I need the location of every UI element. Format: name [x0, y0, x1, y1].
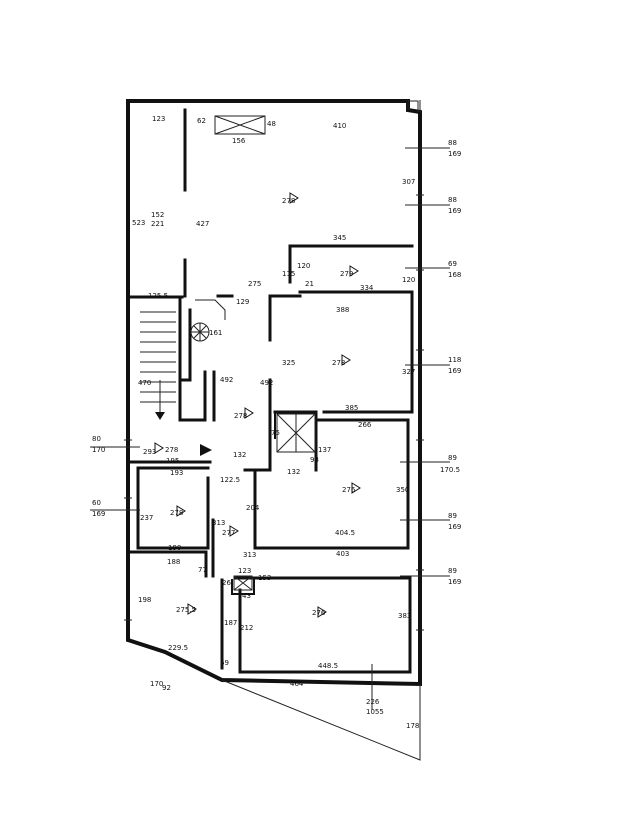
label-d169f: 169 — [448, 578, 461, 586]
label-d383: 383 — [398, 612, 411, 620]
label-room-bot: 276 — [312, 609, 326, 617]
label-hall: 278 — [234, 412, 247, 420]
label-d190: 190 — [168, 544, 181, 552]
label-d123: 123 — [152, 115, 165, 123]
label-d266: 266 — [358, 421, 372, 429]
label-d92: 92 — [162, 684, 171, 692]
label-d69: 69 — [448, 260, 457, 268]
label-d132b: 132 — [233, 451, 246, 459]
label-d221: 221 — [151, 220, 164, 228]
label-d120: 120 — [297, 262, 310, 270]
label-d48: 48 — [267, 120, 276, 128]
label-d334: 334 — [360, 284, 374, 292]
label-d327: 327 — [402, 368, 415, 376]
label-d89b: 89 — [448, 512, 457, 520]
label-room-mid2: 276 — [342, 486, 356, 494]
label-d388: 388 — [336, 306, 349, 314]
label-d26: 26 — [222, 579, 231, 587]
label-d123b: 123 — [238, 567, 251, 575]
label-d169d: 169 — [448, 523, 461, 531]
label-d43: 43 — [242, 592, 251, 600]
label-d350: 350 — [396, 486, 409, 494]
label-d156: 156 — [232, 137, 246, 145]
label-d89c: 89 — [448, 567, 457, 575]
label-d2295: 229.5 — [168, 644, 188, 652]
label-d4045: 404.5 — [335, 529, 355, 537]
label-d345: 345 — [333, 234, 346, 242]
label-d152: 152 — [151, 211, 164, 219]
label-d178: 178 — [406, 722, 419, 730]
label-d137: 137 — [318, 446, 331, 454]
label-d21: 21 — [305, 280, 314, 288]
label-d93: 93 — [310, 456, 319, 464]
label-d492b: 492 — [260, 379, 273, 387]
label-d492: 492 — [220, 376, 233, 384]
room-markers — [154, 192, 361, 618]
label-d313: 313 — [212, 519, 225, 527]
label-room-277: 277 — [222, 529, 235, 537]
label-d275: 275 — [248, 280, 261, 288]
label-d1705b: 170 — [150, 680, 163, 688]
label-d193: 193 — [170, 469, 183, 477]
label-room-left-a: 278 — [165, 446, 178, 454]
label-d464: 464 — [290, 680, 304, 688]
label-room-mid: 278 — [332, 359, 345, 367]
label-d470: 470 — [138, 379, 151, 387]
label-d427: 427 — [196, 220, 209, 228]
label-d169e: 169 — [92, 510, 105, 518]
label-room-left-b: 278 — [170, 509, 183, 517]
label-d75: 75 — [271, 429, 280, 437]
label-d69b: 69 — [220, 659, 229, 667]
label-d169a: 169 — [448, 150, 461, 158]
label-d1225: 122.5 — [220, 476, 240, 484]
dimension-lines — [90, 100, 450, 761]
label-d129: 129 — [236, 298, 249, 306]
label-d188: 188 — [167, 558, 180, 566]
label-d4485: 448.5 — [318, 662, 338, 670]
label-d195: 195 — [166, 457, 179, 465]
label-d1705: 170.5 — [440, 466, 460, 474]
label-d187: 187 — [224, 619, 237, 627]
staircase — [140, 299, 226, 456]
label-d523: 523 — [132, 219, 145, 227]
label-d77: 77 — [198, 566, 207, 574]
inner-walls — [126, 108, 414, 674]
label-room-275: 275.5 — [176, 606, 196, 614]
label-d168: 168 — [448, 271, 461, 279]
label-d88a: 88 — [448, 139, 457, 147]
label-d237: 237 — [140, 514, 153, 522]
label-d115: 115 — [282, 270, 295, 278]
label-d212: 212 — [240, 624, 253, 632]
label-d80: 80 — [92, 435, 101, 443]
duct-boxes — [214, 115, 316, 591]
label-d204: 204 — [246, 504, 260, 512]
label-d60: 60 — [92, 499, 101, 507]
label-d62: 62 — [197, 117, 206, 125]
label-room-small: 279 — [340, 270, 353, 278]
label-d198: 198 — [138, 596, 151, 604]
label-d169c: 169 — [448, 367, 461, 375]
label-d153: 153 — [258, 574, 271, 582]
label-d88b: 88 — [448, 196, 457, 204]
label-d161: 161 — [209, 329, 222, 337]
dimension-labels: 410 156 62 48 123 523 221 152 125.5 427 … — [92, 115, 461, 730]
label-d118: 118 — [448, 356, 461, 364]
label-d313b: 313 — [243, 551, 256, 559]
label-room-top: 278 — [282, 197, 295, 205]
label-d132: 132 — [287, 468, 300, 476]
label-d403: 403 — [336, 550, 349, 558]
label-d169b: 169 — [448, 207, 461, 215]
label-d125: 125.5 — [148, 292, 168, 300]
label-d89: 89 — [448, 454, 457, 462]
label-d170: 170 — [92, 446, 105, 454]
label-d1055: 1055 — [366, 708, 384, 716]
label-d410: 410 — [333, 122, 346, 130]
label-d226: 226 — [366, 698, 380, 706]
label-d307: 307 — [402, 178, 415, 186]
label-d293: 293 — [143, 448, 156, 456]
label-d325: 325 — [282, 359, 295, 367]
label-d120b: 120 — [402, 276, 415, 284]
label-d385: 385 — [345, 404, 358, 412]
